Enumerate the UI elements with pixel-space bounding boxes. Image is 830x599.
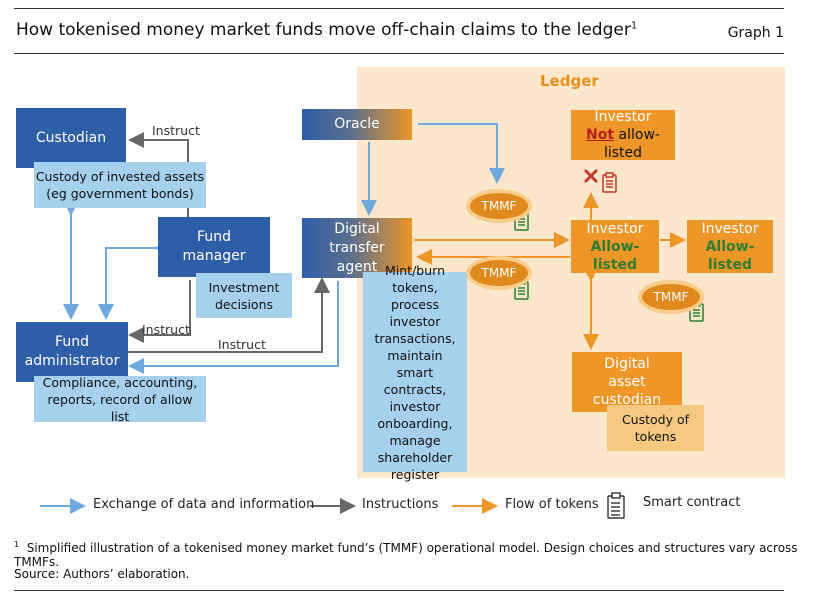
- fund-administrator-node: Fund administrator: [16, 322, 128, 382]
- arrow-manager-admin: [98, 240, 170, 320]
- tmmf-token: TMMF: [642, 284, 700, 310]
- investor-status: Allow-listed: [705, 238, 755, 273]
- instruct-label: Instruct: [142, 322, 190, 337]
- investor-label: Investor: [701, 220, 759, 237]
- investor-status: Not allow-listed: [586, 127, 660, 161]
- investor-label: Investor: [594, 109, 652, 125]
- title-rule: [14, 53, 784, 54]
- smart-contract-icon: [689, 301, 704, 322]
- custodian-description: Custody of invested assets (eg governmen…: [34, 162, 206, 208]
- arrow-dta-admin: [128, 281, 339, 374]
- legend-instructions-label: Instructions: [362, 497, 439, 512]
- fund-manager-description: Investment decisions: [196, 273, 292, 318]
- graph-label: Graph 1: [727, 25, 784, 41]
- investor-allow-listed-node: Investor Allow-listed: [571, 220, 659, 273]
- smart-contract-icon: [602, 172, 617, 193]
- investor-status: Allow-listed: [590, 238, 640, 273]
- digital-asset-custodian-node: Digital asset custodian: [572, 352, 682, 412]
- fund-administrator-description: Compliance, accounting, reports, record …: [34, 375, 206, 424]
- ledger-label: Ledger: [540, 72, 599, 90]
- investor-allow-listed-node: Investor Allow-listed: [687, 220, 773, 273]
- digital-transfer-agent-node: Digital transfer agent: [302, 218, 412, 278]
- legend-tokens-label: Flow of tokens: [505, 497, 599, 512]
- tmmf-token: TMMF: [470, 193, 528, 219]
- source-note: Source: Authors’ elaboration.: [14, 567, 190, 581]
- digital-transfer-agent-description: Mint/burn tokens, process investor trans…: [363, 263, 467, 482]
- footnote: 1 Simplified illustration of a tokenised…: [14, 540, 798, 569]
- bottom-rule: [14, 590, 784, 591]
- arrow-oracle-token: [418, 123, 505, 184]
- oracle-node: Oracle: [302, 109, 412, 140]
- arrow-manager-admin-instruct: [128, 280, 191, 343]
- legend-data-label: Exchange of data and information: [93, 497, 315, 512]
- investor-not-allow-listed-node: Investor Not allow-listed: [571, 109, 675, 161]
- instruct-label: Instruct: [152, 123, 200, 138]
- page-title: How tokenised money market funds move of…: [16, 20, 638, 40]
- fund-manager-node: Fund manager: [158, 217, 270, 277]
- investor-label: Investor: [586, 220, 644, 237]
- top-rule: [14, 8, 784, 9]
- legend-smart-contract-label: Smart contract: [643, 495, 741, 510]
- custodian-node: Custodian: [16, 108, 126, 168]
- tmmf-token: TMMF: [470, 260, 528, 286]
- digital-asset-custodian-description: Custody of tokens: [607, 405, 704, 451]
- reject-icon: [583, 168, 599, 184]
- instruct-label: Instruct: [218, 337, 266, 352]
- arrow-admin-dta-instruct: [128, 277, 330, 353]
- legend-smart-contract-icon: [607, 492, 625, 519]
